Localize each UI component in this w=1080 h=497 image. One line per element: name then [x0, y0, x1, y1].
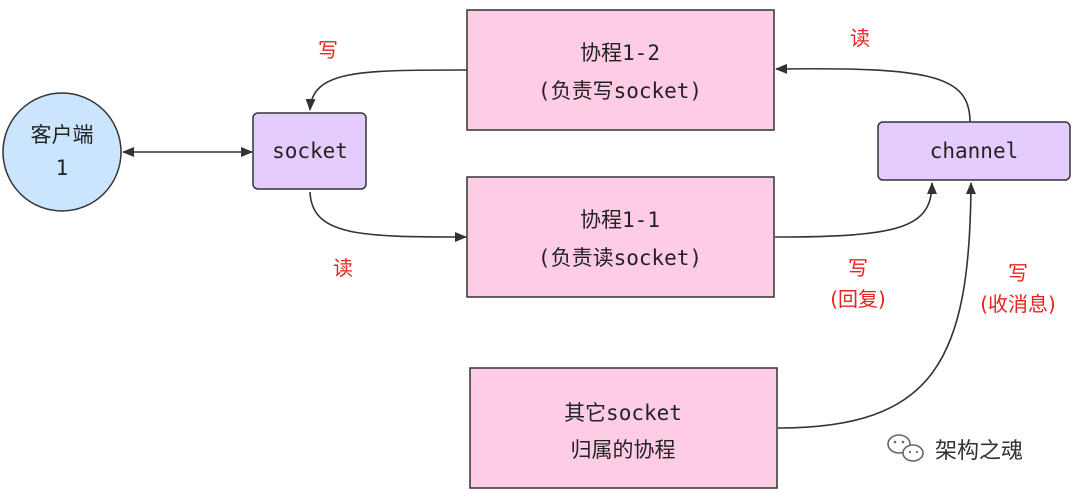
client-label-line2: 1: [56, 156, 69, 180]
label-recv-line2: (收消息): [980, 292, 1056, 316]
socket-box: [252, 112, 367, 190]
label-reply-line1: 写: [848, 256, 868, 280]
edge-other-to-channel: [777, 182, 976, 429]
watermark: 架构之魂: [887, 434, 1023, 464]
coroutine-write-title: 协程1-2: [580, 41, 660, 65]
node-other-coroutine: 其它socket 归属的协程: [469, 367, 778, 489]
label-recv-line1: 写: [1008, 261, 1028, 285]
node-socket: socket: [252, 112, 367, 190]
edge-socket-to-coroutine-read: [309, 191, 467, 242]
label-read-socket: 读: [333, 256, 353, 280]
edges: [122, 63, 976, 429]
edge-channel-to-coroutine-write: [775, 63, 971, 123]
client-label-line1: 客户端: [31, 123, 94, 147]
watermark-text: 架构之魂: [935, 439, 1023, 464]
wechat-icon: [887, 434, 924, 462]
channel-box: [877, 121, 1071, 181]
node-coroutine-write: 协程1-2 (负责写socket): [466, 9, 775, 131]
node-coroutine-read: 协程1-1 (负责读socket): [466, 176, 775, 298]
coroutine-read-title: 协程1-1: [580, 208, 660, 232]
socket-label: socket: [272, 139, 348, 163]
label-read-channel: 读: [850, 26, 870, 50]
other-coroutine-line1: 其它socket: [564, 401, 682, 425]
channel-label: channel: [930, 139, 1019, 163]
coroutine-read-box: [466, 176, 775, 298]
client-circle: [2, 92, 122, 212]
node-channel: channel: [877, 121, 1071, 181]
edge-coroutine-write-to-socket: [305, 69, 468, 111]
coroutine-write-box: [466, 9, 775, 131]
coroutine-read-desc: (负责读socket): [538, 246, 702, 270]
other-coroutine-box: [469, 367, 778, 489]
label-reply-line2: (回复): [830, 287, 886, 311]
node-client: 客户端 1: [2, 92, 122, 212]
coroutine-write-desc: (负责写socket): [538, 79, 702, 103]
label-write-socket: 写: [318, 38, 338, 62]
other-coroutine-line2: 归属的协程: [571, 438, 676, 462]
edge-coroutine-read-to-channel: [774, 182, 937, 238]
